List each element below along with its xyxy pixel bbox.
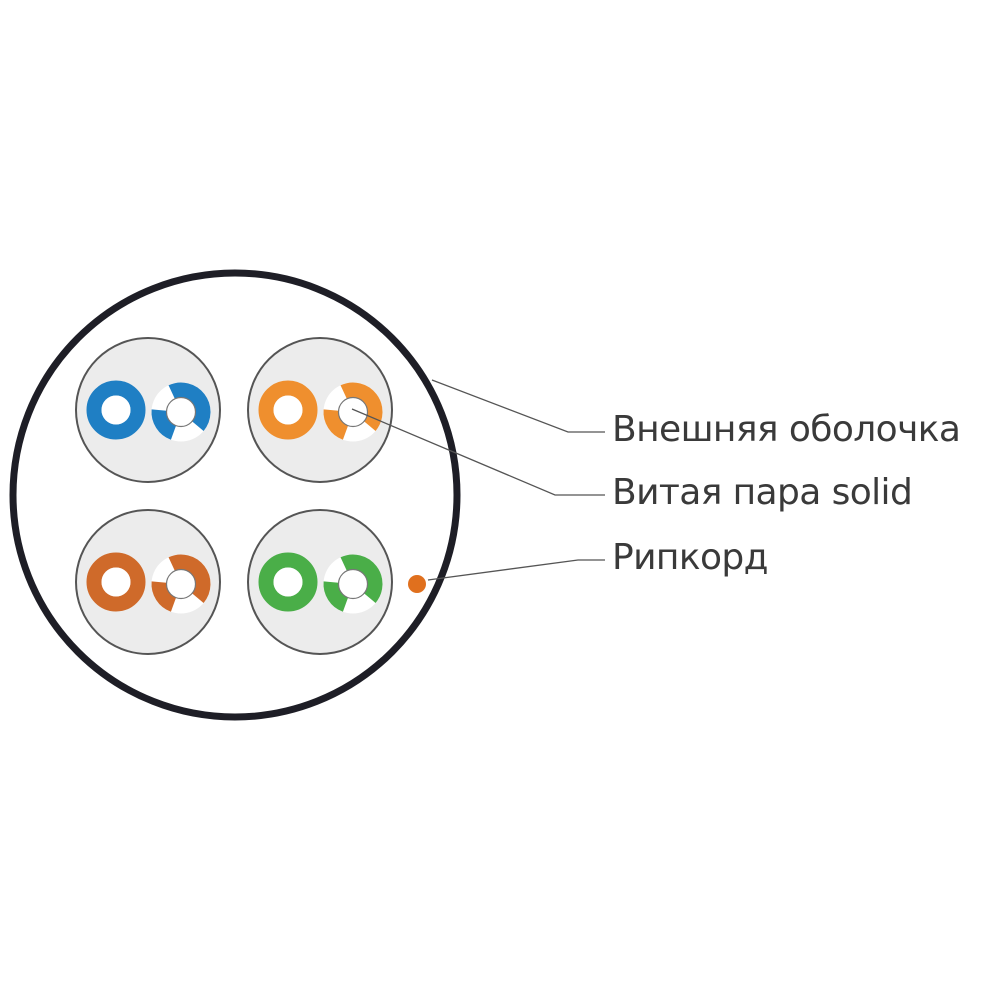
label-outer-jacket: Внешняя оболочка bbox=[612, 409, 961, 450]
striped-conductor-core bbox=[165, 396, 197, 428]
striped-conductor-stripe-upper bbox=[340, 554, 383, 603]
twisted-pair-green bbox=[247, 509, 393, 655]
ripcord-dot bbox=[408, 575, 426, 593]
striped-conductor-stripe-lower bbox=[151, 409, 177, 440]
pair-shield bbox=[247, 509, 393, 655]
striped-conductor-core bbox=[337, 396, 369, 428]
striped-conductor-stripe-upper bbox=[168, 382, 211, 431]
striped-conductor-stripe-lower bbox=[323, 409, 349, 440]
solid-conductor-insulation bbox=[86, 552, 146, 612]
solid-conductor-core bbox=[101, 567, 131, 597]
label-ripcord: Рипкорд bbox=[612, 537, 769, 578]
label-twisted-pair: Витая пара solid bbox=[612, 472, 913, 513]
striped-conductor-core bbox=[165, 568, 197, 600]
pair-shield bbox=[247, 337, 393, 483]
striped-conductor-stripe-upper bbox=[340, 382, 383, 431]
solid-conductor-insulation bbox=[258, 552, 318, 612]
pair-shield bbox=[75, 509, 221, 655]
solid-conductor-core bbox=[101, 395, 131, 425]
solid-conductor-core bbox=[273, 395, 303, 425]
solid-conductor-insulation bbox=[86, 380, 146, 440]
striped-conductor-core bbox=[337, 568, 369, 600]
leader-line-jacket bbox=[431, 379, 605, 433]
solid-conductor-core bbox=[273, 567, 303, 597]
pair-shield bbox=[75, 337, 221, 483]
striped-conductor-stripe-lower bbox=[323, 581, 349, 612]
solid-conductor-insulation bbox=[258, 380, 318, 440]
twisted-pair-brown bbox=[75, 509, 221, 655]
twisted-pair-blue bbox=[75, 337, 221, 483]
twisted-pair-orange bbox=[247, 337, 393, 483]
leader-line-twisted-pair bbox=[351, 408, 605, 496]
striped-conductor-stripe-lower bbox=[151, 581, 177, 612]
outer-jacket bbox=[9, 269, 461, 721]
leader-line-ripcord bbox=[427, 559, 605, 581]
striped-conductor-stripe-upper bbox=[168, 554, 211, 603]
